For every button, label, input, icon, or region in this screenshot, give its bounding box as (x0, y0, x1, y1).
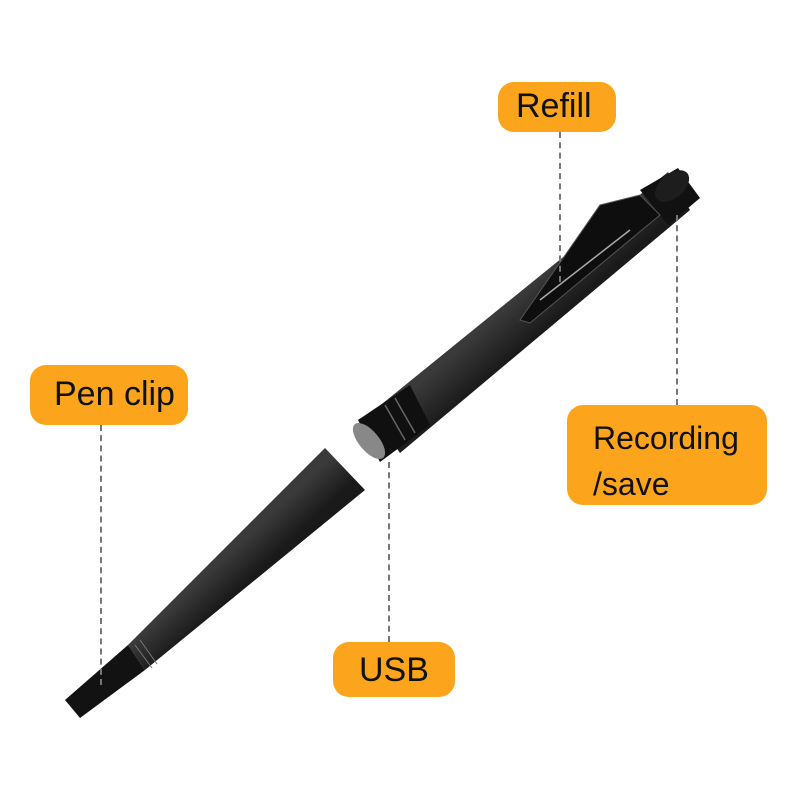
recording-save-label: Recording /save (567, 405, 767, 505)
recording-label-line2: /save (593, 466, 670, 502)
usb-label: USB (333, 642, 455, 697)
pen-clip-label-text: Pen clip (54, 375, 175, 413)
refill-leader-line (559, 132, 561, 282)
usb-label-text: USB (359, 651, 429, 689)
recording-label-line1: Recording (593, 420, 739, 456)
pen-clip-leader-line (100, 425, 102, 685)
pen-clip-label: Pen clip (30, 365, 188, 425)
pen-lower-barrel (65, 448, 365, 718)
refill-label: Refill (498, 82, 616, 132)
refill-label-text: Refill (516, 87, 592, 125)
recording-leader-line (676, 215, 678, 405)
usb-leader-line (388, 462, 390, 642)
pen-upper-barrel (352, 168, 700, 462)
